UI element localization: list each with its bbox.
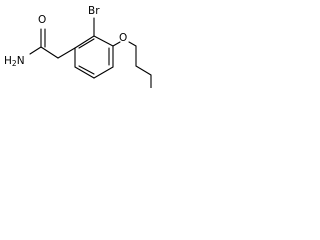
benzene-ring	[74, 35, 114, 79]
amide-n-label: N	[17, 55, 25, 67]
ether-bond-ring	[112, 41, 121, 47]
ring-bond-2	[93, 35, 114, 47]
ring-bond-5-inner	[78, 65, 95, 75]
amide-nitrogen-label: H2N	[4, 55, 25, 68]
ring-bond-1	[74, 35, 95, 49]
amide-bond	[29, 46, 42, 55]
ether-oxygen-label: O	[119, 32, 127, 44]
ring-bond-1-inner	[78, 38, 95, 49]
carbonyl-oxygen-label: O	[38, 14, 46, 26]
ring-bond-5	[74, 66, 95, 79]
methylene-bond-carbonyl	[40, 46, 59, 59]
amide-h-label: H	[4, 55, 12, 67]
amide-h-count-label: 2	[12, 59, 17, 68]
ether-bond-chain	[128, 41, 137, 47]
bromine-label: Br	[88, 5, 100, 17]
ring-bond-4	[93, 66, 114, 79]
butyl-bond-2	[135, 65, 152, 76]
methylene-bond-ring	[57, 47, 76, 59]
chemical-structure-diagram: Br O O H2N	[4, 5, 152, 88]
